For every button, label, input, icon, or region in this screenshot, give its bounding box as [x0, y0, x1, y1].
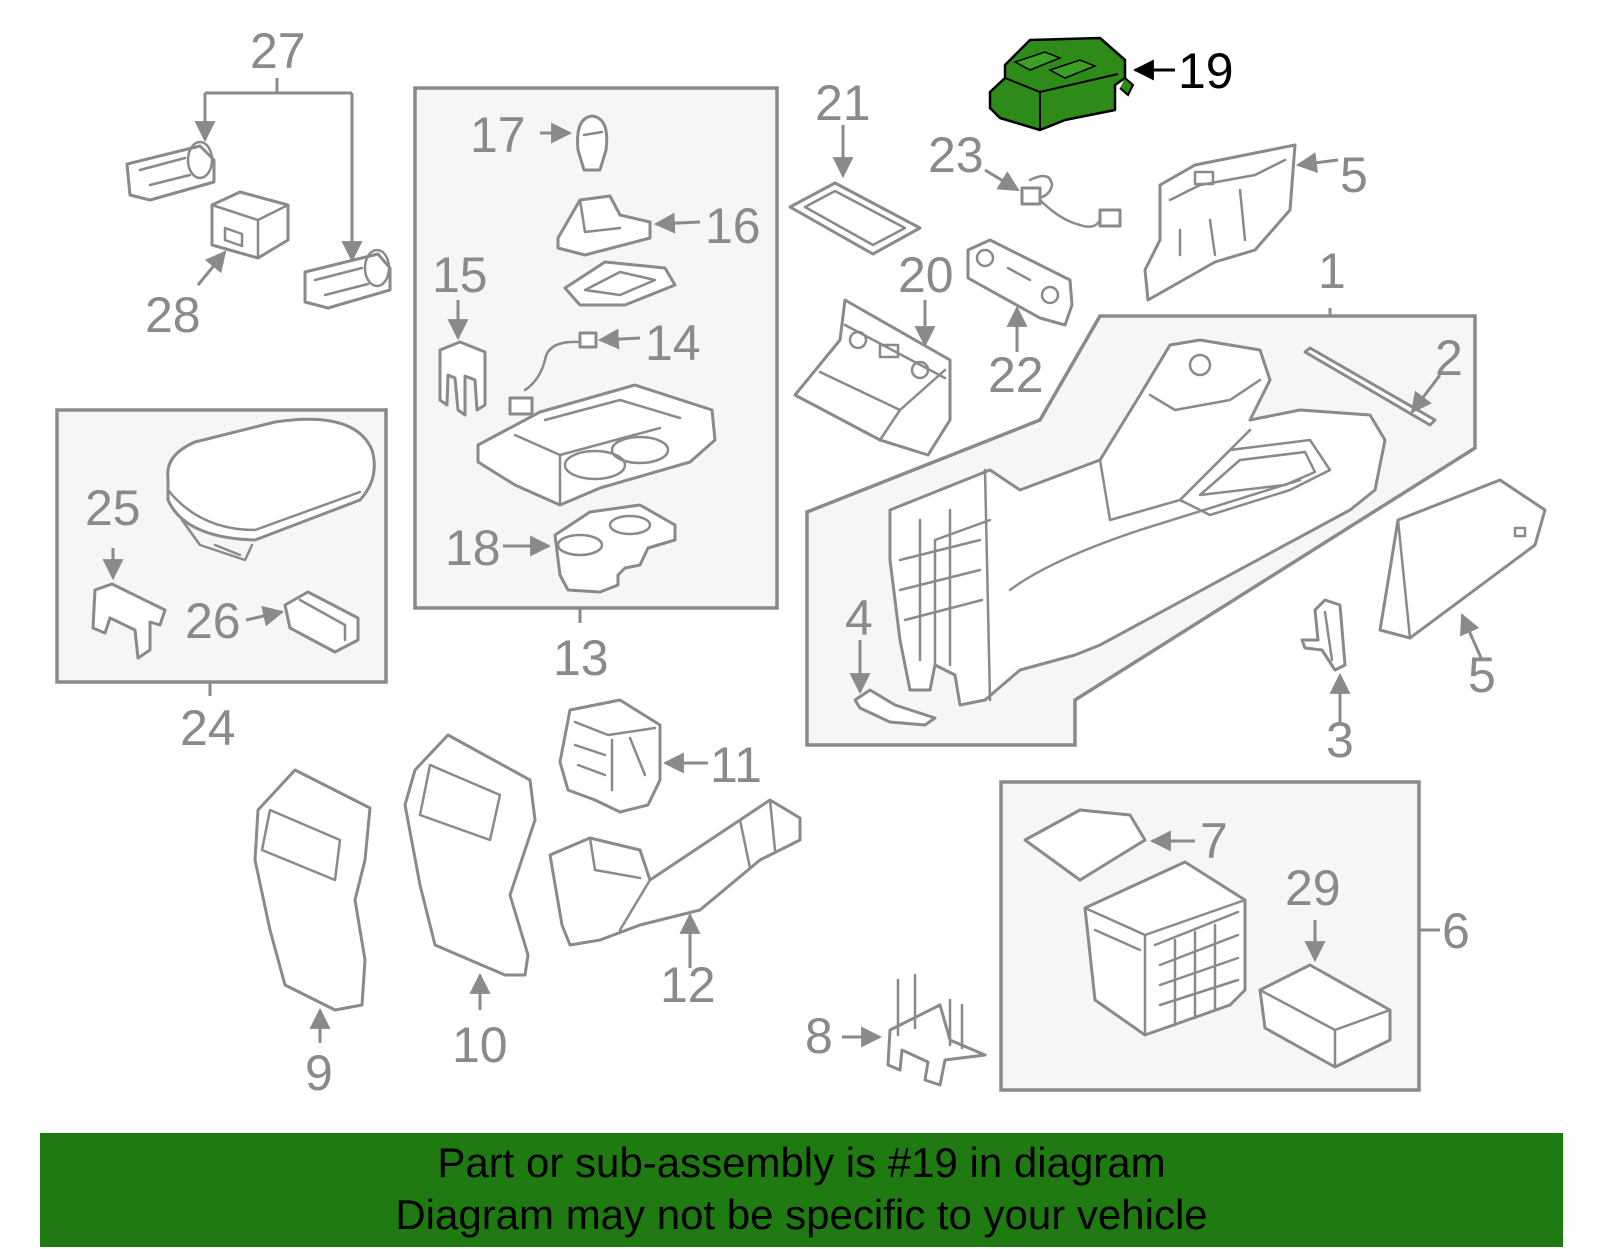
- part-8-bracket[interactable]: [842, 973, 987, 1087]
- part-9-panel[interactable]: [253, 768, 372, 1043]
- label-9: 9: [305, 1045, 333, 1101]
- label-29: 29: [1285, 860, 1341, 916]
- part-27-sockets[interactable]: [125, 78, 392, 310]
- label-3: 3: [1326, 712, 1354, 768]
- part-10-panel[interactable]: [403, 733, 537, 1010]
- label-23: 23: [928, 127, 984, 183]
- part-29-tray[interactable]: [1258, 920, 1392, 1069]
- part-25-bracket[interactable]: [91, 548, 167, 660]
- label-22: 22: [988, 347, 1044, 403]
- label-10: 10: [452, 1017, 508, 1073]
- banner-line-2: Diagram may not be specific to your vehi…: [395, 1191, 1208, 1238]
- part-17-knob[interactable]: [540, 114, 609, 172]
- part-7-mat[interactable]: [1023, 808, 1195, 882]
- part-1-console[interactable]: [888, 308, 1387, 707]
- part-16-boot[interactable]: [556, 194, 701, 257]
- label-8: 8: [805, 1008, 833, 1064]
- label-18: 18: [445, 520, 501, 576]
- part-22-bracket[interactable]: [966, 238, 1074, 352]
- part-23-harness[interactable]: [984, 168, 1122, 228]
- part-18-cupholder[interactable]: [503, 503, 677, 594]
- part-28-switch[interactable]: [196, 190, 290, 286]
- part-6-bin[interactable]: [1083, 860, 1440, 1037]
- part-20-tray[interactable]: [793, 298, 952, 457]
- label-20: 20: [898, 247, 954, 303]
- part-11-vent[interactable]: [558, 698, 708, 814]
- part-4-bracket[interactable]: [849, 640, 937, 727]
- label-15: 15: [432, 247, 488, 303]
- banner-line-1: Part or sub-assembly is #19 in diagram: [437, 1139, 1166, 1186]
- label-21: 21: [815, 75, 871, 131]
- part-21-mat[interactable]: [788, 125, 922, 256]
- label-19: 19: [1178, 43, 1234, 99]
- label-2: 2: [1435, 330, 1463, 386]
- label-5-upper: 5: [1340, 147, 1368, 203]
- label-4: 4: [845, 590, 873, 646]
- label-16: 16: [705, 198, 761, 254]
- part-5-side-panel-lower[interactable]: [1378, 478, 1547, 661]
- part-15-clip[interactable]: [438, 300, 487, 417]
- label-14: 14: [645, 315, 701, 371]
- info-banner: Part or sub-assembly is #19 in diagram D…: [40, 1133, 1563, 1247]
- part-12-duct[interactable]: [548, 798, 802, 968]
- label-7: 7: [1200, 813, 1228, 869]
- label-1: 1: [1318, 243, 1346, 299]
- label-24: 24: [180, 700, 236, 756]
- label-27: 27: [250, 23, 306, 79]
- label-5-lower: 5: [1468, 647, 1496, 703]
- part-2-strip[interactable]: [1303, 346, 1442, 427]
- part-26-bracket[interactable]: [245, 590, 360, 654]
- label-28: 28: [145, 287, 201, 343]
- part-13-bezel[interactable]: [476, 383, 717, 507]
- label-6: 6: [1442, 903, 1470, 959]
- part-24-armrest[interactable]: [166, 417, 376, 562]
- label-12: 12: [660, 957, 716, 1013]
- label-11: 11: [710, 737, 762, 793]
- part-19-switch-assembly[interactable]: [988, 36, 1175, 132]
- part-5-side-panel-upper[interactable]: [1143, 143, 1339, 302]
- label-13: 13: [553, 630, 609, 686]
- label-25: 25: [85, 480, 141, 536]
- part-3-clip[interactable]: [1300, 598, 1351, 722]
- part-14-harness[interactable]: [508, 328, 641, 416]
- label-26: 26: [185, 593, 241, 649]
- label-17: 17: [470, 107, 526, 163]
- part-shift-plate[interactable]: [563, 260, 677, 307]
